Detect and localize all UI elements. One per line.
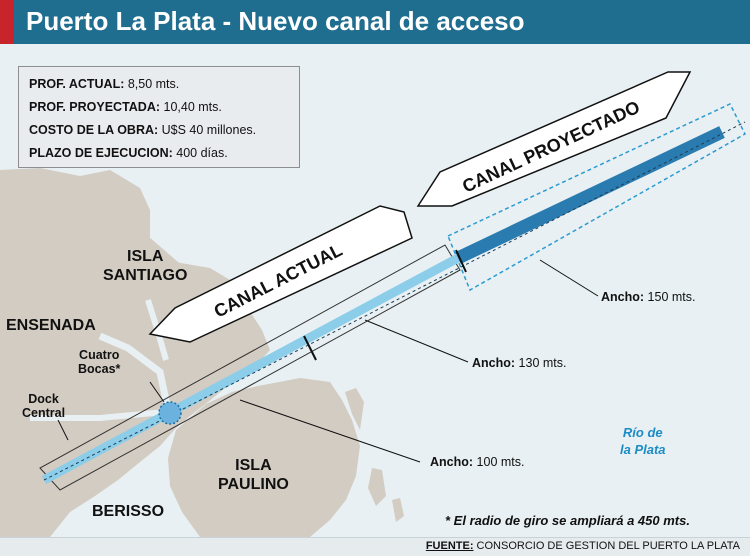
label-ancho-100: Ancho: 100 mts. [430, 455, 524, 469]
source-text: CONSORCIO DE GESTION DEL PUERTO LA PLATA [473, 540, 740, 552]
info-plazo: PLAZO DE EJECUCION: 400 días. [29, 142, 289, 165]
isla-paulino-line1: ISLA [235, 457, 272, 474]
header-bar: Puerto La Plata - Nuevo canal de acceso [0, 0, 750, 44]
dock-central-line2: Central [22, 406, 66, 420]
leader-150 [539, 259, 599, 297]
header-accent [0, 0, 14, 44]
info-prof-proyectada-value: 10,40 mts. [160, 100, 222, 114]
width-marker-150 [455, 249, 467, 273]
isla-paulino-line2: PAULINO [218, 476, 289, 493]
footer-bar: FUENTE: CONSORCIO DE GESTION DEL PUERTO … [0, 537, 750, 556]
label-ancho-130: Ancho: 130 mts. [472, 356, 566, 370]
ancho-100-value: 100 mts. [473, 455, 525, 469]
cuatro-bocas-line1: Cuatro [79, 348, 120, 362]
canal-proyectado-line [455, 126, 725, 264]
label-berisso: BERISSO [92, 503, 165, 520]
info-costo-value: U$S 40 millones. [158, 123, 257, 137]
canal-centerline [43, 121, 746, 481]
info-prof-actual: PROF. ACTUAL: 8,50 mts. [29, 73, 289, 96]
leader-100 [239, 399, 421, 463]
canal-proyectado-banner [416, 71, 692, 207]
inner-channel-dock [30, 409, 166, 421]
land-isla-santiago [55, 222, 198, 340]
land-shoal-2 [368, 468, 386, 506]
canal-actual-outline [39, 244, 461, 491]
info-prof-actual-value: 8,50 mts. [124, 77, 180, 91]
land-shoal-1 [345, 388, 364, 430]
turning-radius-note: * El radio de giro se ampliará a 450 mts… [445, 513, 690, 528]
info-prof-proyectada-label: PROF. PROYECTADA: [29, 100, 161, 114]
source-label: FUENTE: [425, 540, 474, 552]
label-dock-central: Dock Central [22, 392, 65, 420]
label-isla-paulino: ISLA PAULINO [218, 456, 289, 494]
info-prof-proyectada: PROF. PROYECTADA: 10,40 mts. [29, 96, 289, 119]
info-plazo-label: PLAZO DE EJECUCION: [29, 146, 173, 160]
info-plazo-value: 400 días. [172, 146, 228, 160]
ancho-150-label: Ancho: [601, 290, 645, 304]
label-rio-de-la-plata: Río de la Plata [620, 424, 666, 458]
label-ensenada: ENSENADA [6, 317, 96, 334]
dock-central-line1: Dock [28, 392, 59, 406]
label-isla-santiago: ISLA SANTIAGO [103, 247, 187, 285]
leader-cuatro-bocas [149, 381, 165, 403]
label-cuatro-bocas: Cuatro Bocas* [78, 348, 120, 376]
map-canvas: CANAL ACTUAL CANAL PROYECTADO [0, 44, 750, 537]
leader-dock [57, 419, 69, 441]
ancho-100-label: Ancho: [430, 455, 474, 469]
info-costo: COSTO DE LA OBRA: U$S 40 millones. [29, 119, 289, 142]
info-costo-label: COSTO DE LA OBRA: [29, 123, 159, 137]
width-marker-130 [303, 335, 317, 361]
canal-actual-line [41, 254, 461, 484]
ancho-130-value: 130 mts. [515, 356, 567, 370]
isla-santiago-line1: ISLA [127, 248, 164, 265]
land-isla-paulino [168, 378, 360, 537]
inner-channel-ensenada [98, 332, 172, 411]
cuatro-bocas-line2: Bocas* [78, 362, 121, 376]
source-credit: FUENTE: CONSORCIO DE GESTION DEL PUERTO … [426, 540, 740, 552]
canal-actual-banner [148, 205, 413, 343]
ancho-130-label: Ancho: [472, 356, 516, 370]
land-shoal-3 [392, 498, 404, 522]
ancho-150-value: 150 mts. [644, 290, 696, 304]
label-ancho-150: Ancho: 150 mts. [601, 290, 695, 304]
info-prof-actual-label: PROF. ACTUAL: [29, 77, 125, 91]
info-box: PROF. ACTUAL: 8,50 mts. PROF. PROYECTADA… [18, 66, 300, 168]
isla-santiago-line2: SANTIAGO [103, 267, 188, 284]
cuatro-bocas-circle [158, 401, 182, 425]
rio-line1: Río de [622, 425, 663, 440]
rio-line2: la Plata [620, 442, 666, 457]
leader-130 [364, 319, 469, 363]
page-title: Puerto La Plata - Nuevo canal de acceso [26, 6, 525, 36]
canal-proyectado-outline [447, 103, 746, 292]
